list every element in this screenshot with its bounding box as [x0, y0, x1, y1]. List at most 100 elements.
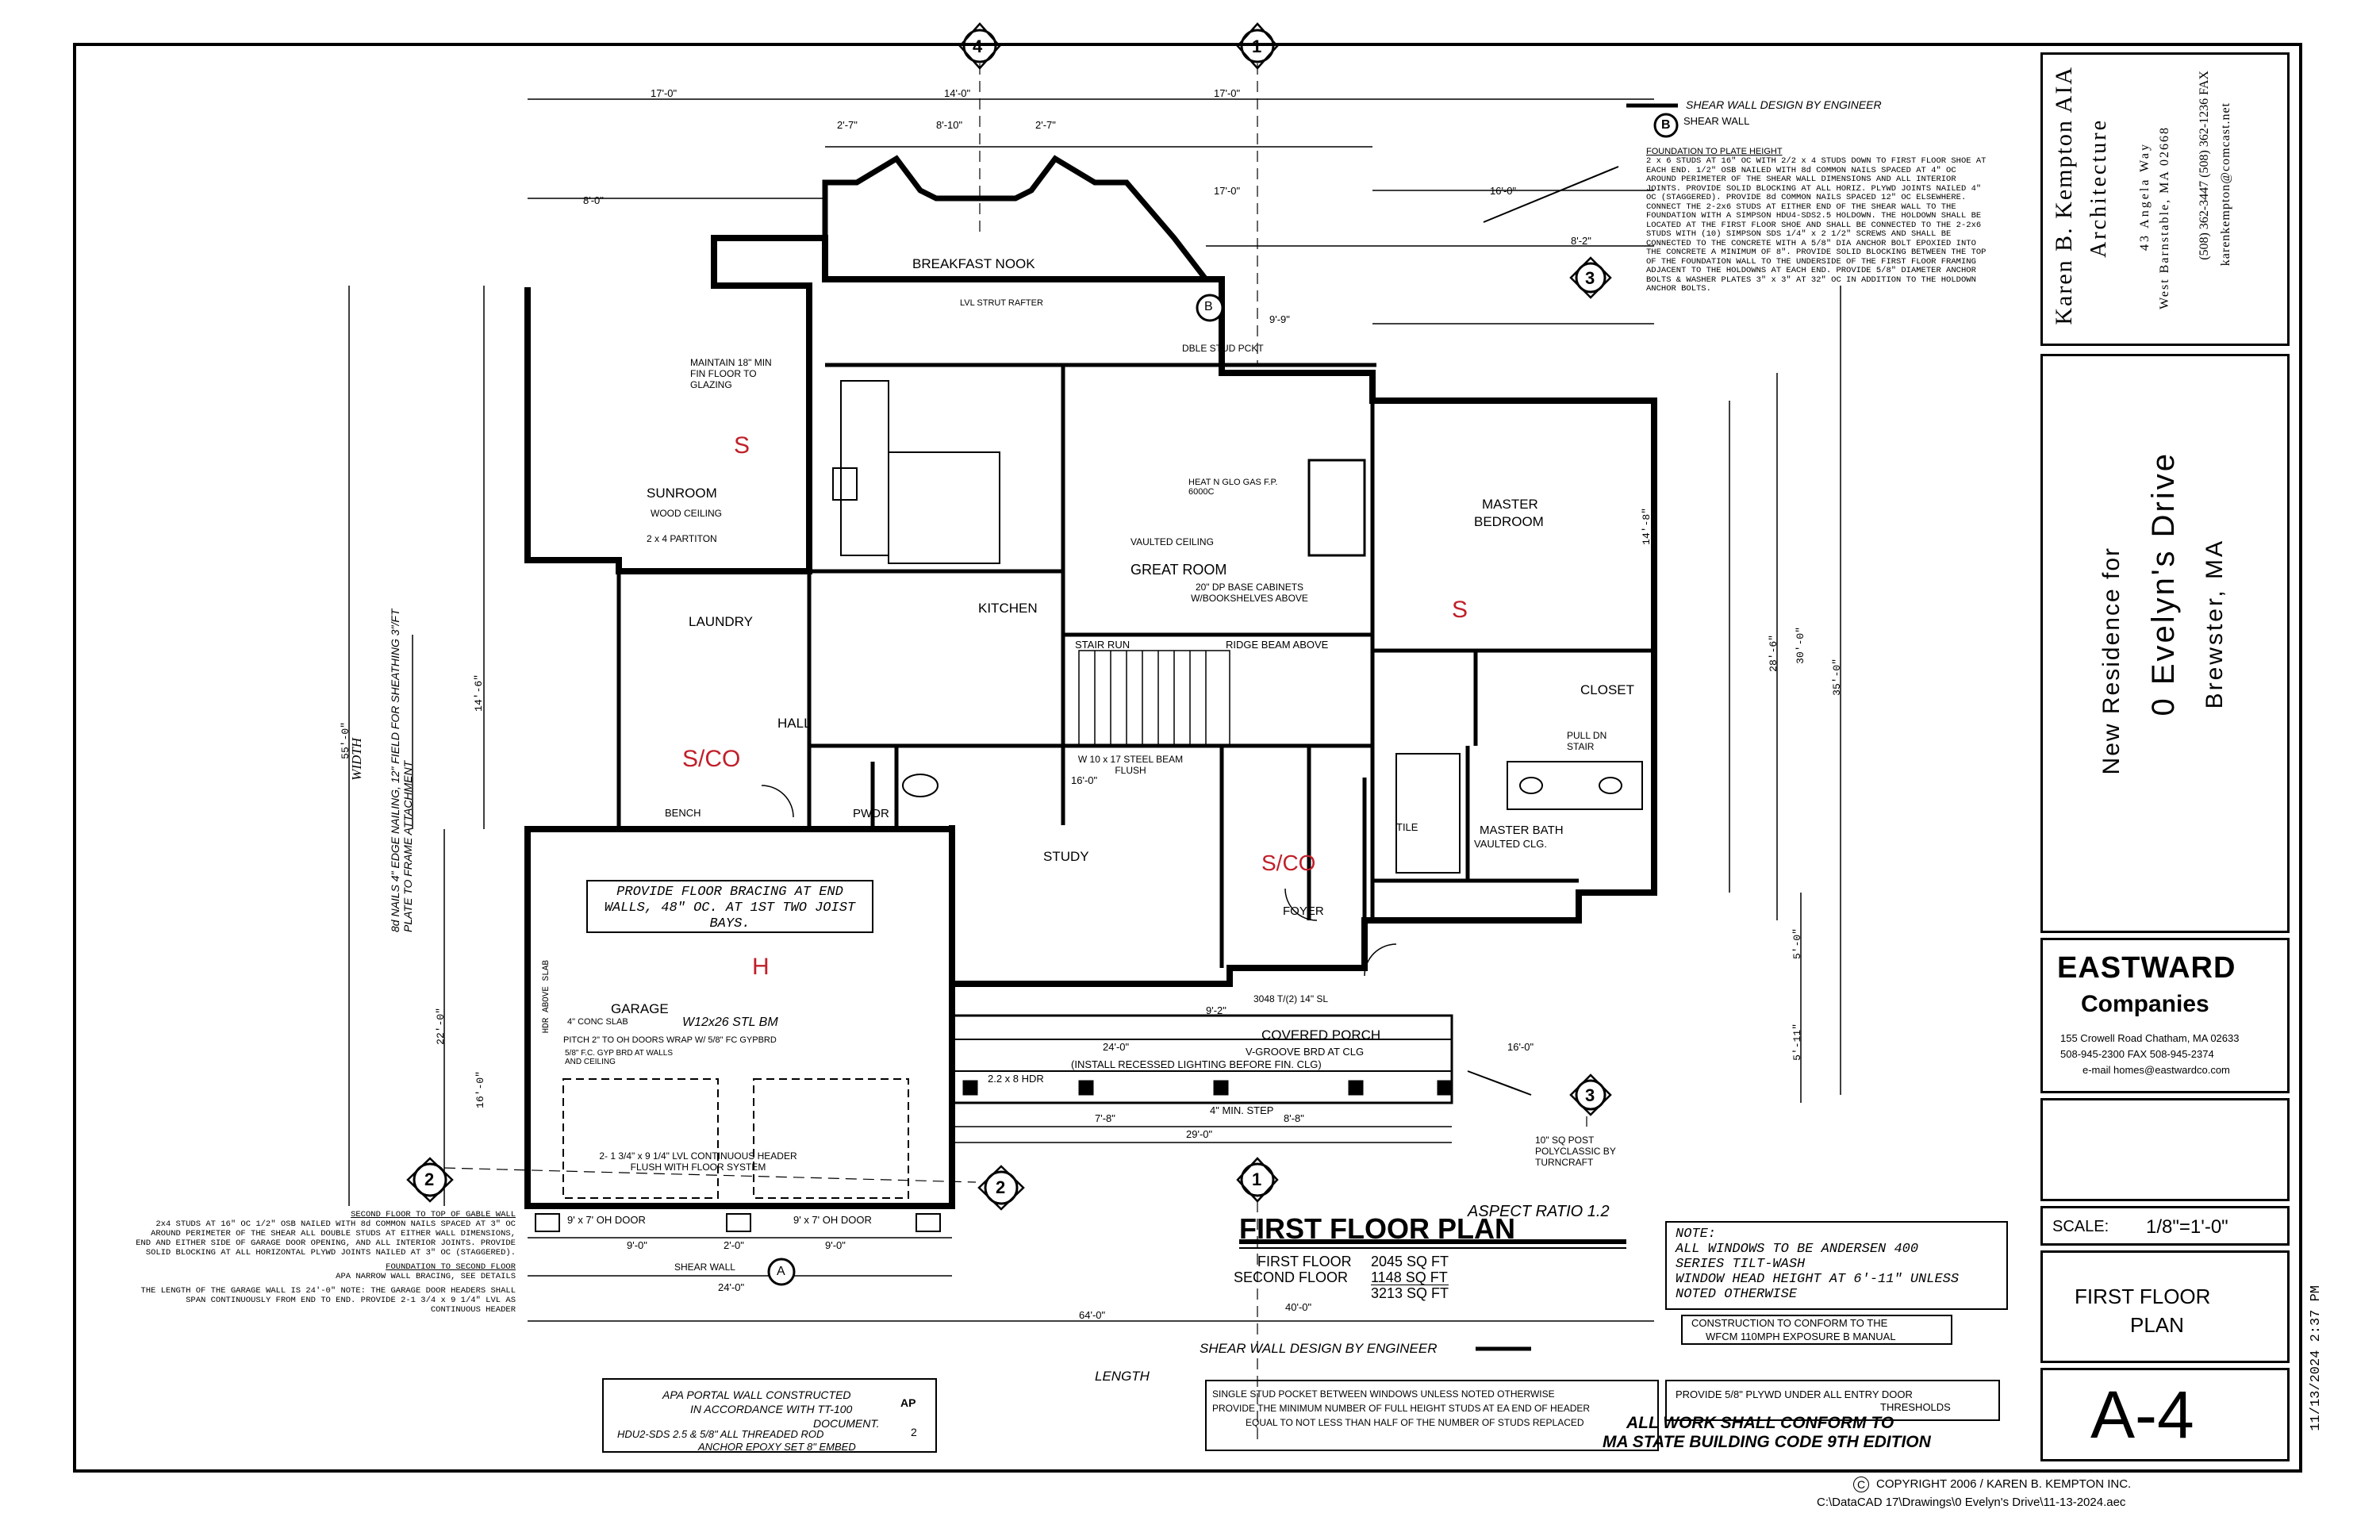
mark-s-sunroom: S [734, 432, 750, 459]
room-master-bath: MASTER BATH [1480, 824, 1564, 837]
dim-porch-88: 8'-8" [1284, 1112, 1304, 1124]
dim-top-8: 8'-0" [583, 194, 604, 206]
architect-address-1: 43 Angela Way [2138, 142, 2152, 251]
oh-door-right: 9' x 7' OH DOOR [793, 1214, 872, 1226]
room-pwdr: PWDR [853, 807, 889, 820]
dble-stud-note: DBLE STUD PCKT [1182, 343, 1264, 354]
room-master-bedroom-1: MASTER [1482, 497, 1538, 512]
grid-bubble-left-2: 2 [424, 1169, 435, 1189]
first-floor-label: FIRST FLOOR [1257, 1254, 1352, 1269]
covered-porch-outline [952, 1014, 1453, 1104]
pull-down-stair: PULL DN STAIR [1567, 730, 1607, 752]
room-master-bedroom-2: BEDROOM [1474, 514, 1544, 529]
exterior-wall-main [524, 235, 1657, 987]
dim-top-14: 14'-0" [944, 87, 971, 99]
foundation-title: FOUNDATION TO PLATE HEIGHT [1646, 147, 1783, 156]
code-note-2: MA STATE BUILDING CODE 9TH EDITION [1603, 1433, 1931, 1451]
bench-label: BENCH [665, 807, 701, 819]
heat-n-glo-note: HEAT N GLO GAS F.P. 6000C [1188, 478, 1278, 497]
builder-sub: Companies [2081, 991, 2209, 1017]
copyright-note: COPYRIGHT 2006 / KAREN B. KEMPTON INC. [1876, 1477, 2132, 1491]
dim-right-511: 5'-11" [1791, 1023, 1803, 1061]
dim-study-16: 16'-0" [1071, 774, 1098, 786]
dim-porch-24: 24'-0" [1103, 1041, 1130, 1053]
dim-porch-92: 9'-2" [1206, 1004, 1226, 1016]
room-garage: GARAGE [611, 1001, 669, 1016]
apa-note-1: APA PORTAL WALL CONSTRUCTED [662, 1388, 851, 1401]
room-great-room: GREAT ROOM [1130, 562, 1227, 578]
builder-phone: 508-945-2300 FAX 508-945-2374 [2060, 1048, 2214, 1060]
room-closet: CLOSET [1580, 682, 1635, 697]
dim-bottom-9b: 9'-0" [825, 1239, 846, 1251]
sheet-title-2: PLAN [2130, 1313, 2184, 1337]
garage-pitch: PITCH 2" TO OH DOORS WRAP W/ 5/8" FC GYP… [563, 1035, 777, 1045]
apa-symbol: AP [900, 1396, 916, 1409]
architect-name: Karen B. Kempton AIA [2051, 66, 2077, 325]
min-step: 4" MIN. STEP [1210, 1104, 1274, 1116]
project-line-1: New Residence for [2098, 547, 2125, 775]
dim-total-64: 64'-0" [1079, 1309, 1106, 1321]
scale-value: 1/8"=1'-0" [2146, 1216, 2228, 1238]
scale-block: SCALE: 1/8"=1'-0" [2040, 1206, 2290, 1246]
room-sunroom: SUNROOM [647, 486, 717, 501]
room-foyer: FOYER [1283, 904, 1324, 918]
garage-beam: W12x26 STL BM [682, 1016, 778, 1029]
dim-bottom-40: 40'-0" [1285, 1301, 1312, 1313]
great-room-ceiling: VAULTED CEILING [1130, 536, 1214, 547]
room-covered-porch: COVERED PORCH [1261, 1027, 1381, 1043]
shear-wall-b: B [1661, 118, 1671, 132]
total-area: 3213 SQ FT [1371, 1285, 1449, 1301]
dim-top-17a: 17'-0" [651, 87, 678, 99]
grid-bubble-bottom-1: 1 [1252, 1169, 1262, 1189]
dim-right-35: 35'-0" [1831, 659, 1843, 696]
grid-bubble-circles [413, 29, 1679, 1286]
width-label: WIDTH [349, 738, 364, 781]
architect-phone: (508) 362-3447 (508) 362-1236 FAX [2198, 71, 2211, 260]
builder-name: EASTWARD [2057, 951, 2236, 985]
code-note-1: ALL WORK SHALL CONFORM TO [1626, 1414, 1894, 1432]
garage-gypsum: 5/8" F.C. GYP BRD AT WALLS AND CEILING [565, 1049, 674, 1066]
architect-firm: Architecture [2086, 118, 2111, 258]
project-block: New Residence for 0 Evelyn's Drive Brews… [2040, 354, 2290, 933]
garage-door-right [753, 1078, 909, 1199]
breakfast-nook-bay [822, 155, 1208, 282]
room-study: STUDY [1043, 849, 1089, 864]
stud-note-2: PROVIDE THE MINIMUM NUMBER OF FULL HEIGH… [1212, 1403, 1591, 1414]
dim-porch-16: 16'-0" [1507, 1041, 1534, 1053]
hdu-symbol: 2 [911, 1426, 917, 1438]
aspect-ratio: ASPECT RATIO 1.2 [1468, 1203, 1610, 1220]
architect-address-2: West Barnstable, MA 02668 [2158, 126, 2171, 309]
plywood-note-1: PROVIDE 5/8" PLYWD UNDER ALL ENTRY DOOR [1676, 1388, 1913, 1400]
dim-left-16: 16'-0" [474, 1071, 486, 1108]
room-breakfast-nook: BREAKFAST NOOK [912, 256, 1035, 271]
polyclassic-note: 10" SQ POST POLYCLASSIC BY TURNCRAFT [1535, 1135, 1616, 1168]
sheet-title-1: FIRST FLOOR [2075, 1285, 2211, 1308]
stud-note-3: EQUAL TO NOT LESS THAN HALF OF THE NUMBE… [1246, 1417, 1584, 1428]
grid-bubble-right-3a: 3 [1585, 268, 1595, 288]
ref-bubble-a: A [777, 1265, 785, 1278]
second-floor-note: SECOND FLOOR TO TOP OF GABLE WALL 2x4 ST… [136, 1210, 516, 1315]
floor-bracing-note: PROVIDE FLOOR BRACING AT END WALLS, 48" … [604, 885, 856, 931]
dim-bottom-9a: 9'-0" [627, 1239, 647, 1251]
apa-note-3: DOCUMENT. [813, 1417, 880, 1430]
dim-bottom-29: 29'-0" [1186, 1128, 1213, 1140]
architect-block: Karen B. Kempton AIA Architecture 43 Ang… [2040, 52, 2290, 346]
steel-beam: W 10 x 17 STEEL BEAM FLUSH [1077, 754, 1184, 776]
shear-wall-design-bottom: SHEAR WALL DESIGN BY ENGINEER [1200, 1341, 1438, 1356]
header-2x8: 2.2 x 8 HDR [988, 1073, 1044, 1085]
grid-bubble-mid-2: 2 [996, 1177, 1006, 1197]
garage-door-left [562, 1078, 719, 1199]
length-label: LENGTH [1095, 1369, 1150, 1384]
stair-run: STAIR RUN [1075, 639, 1130, 651]
porch-ceiling: V-GROOVE BRD AT CLG [1246, 1046, 1365, 1058]
window-note: NOTE: ALL WINDOWS TO BE ANDERSEN 400 SER… [1676, 1227, 1960, 1302]
project-line-2: 0 Evelyn's Drive [2146, 451, 2181, 716]
dim-top-810: 8'-10" [936, 119, 963, 131]
garage-slab: 4" CONC SLAB [567, 1017, 628, 1027]
dim-left-55: 55'-0" [340, 722, 351, 759]
second-floor-area: 1148 SQ FT [1371, 1269, 1448, 1285]
grid-bubble-right-3b: 3 [1585, 1085, 1595, 1105]
dim-top-16: 16'-0" [1490, 185, 1517, 197]
dim-right-286: 28'-6" [1768, 635, 1779, 672]
